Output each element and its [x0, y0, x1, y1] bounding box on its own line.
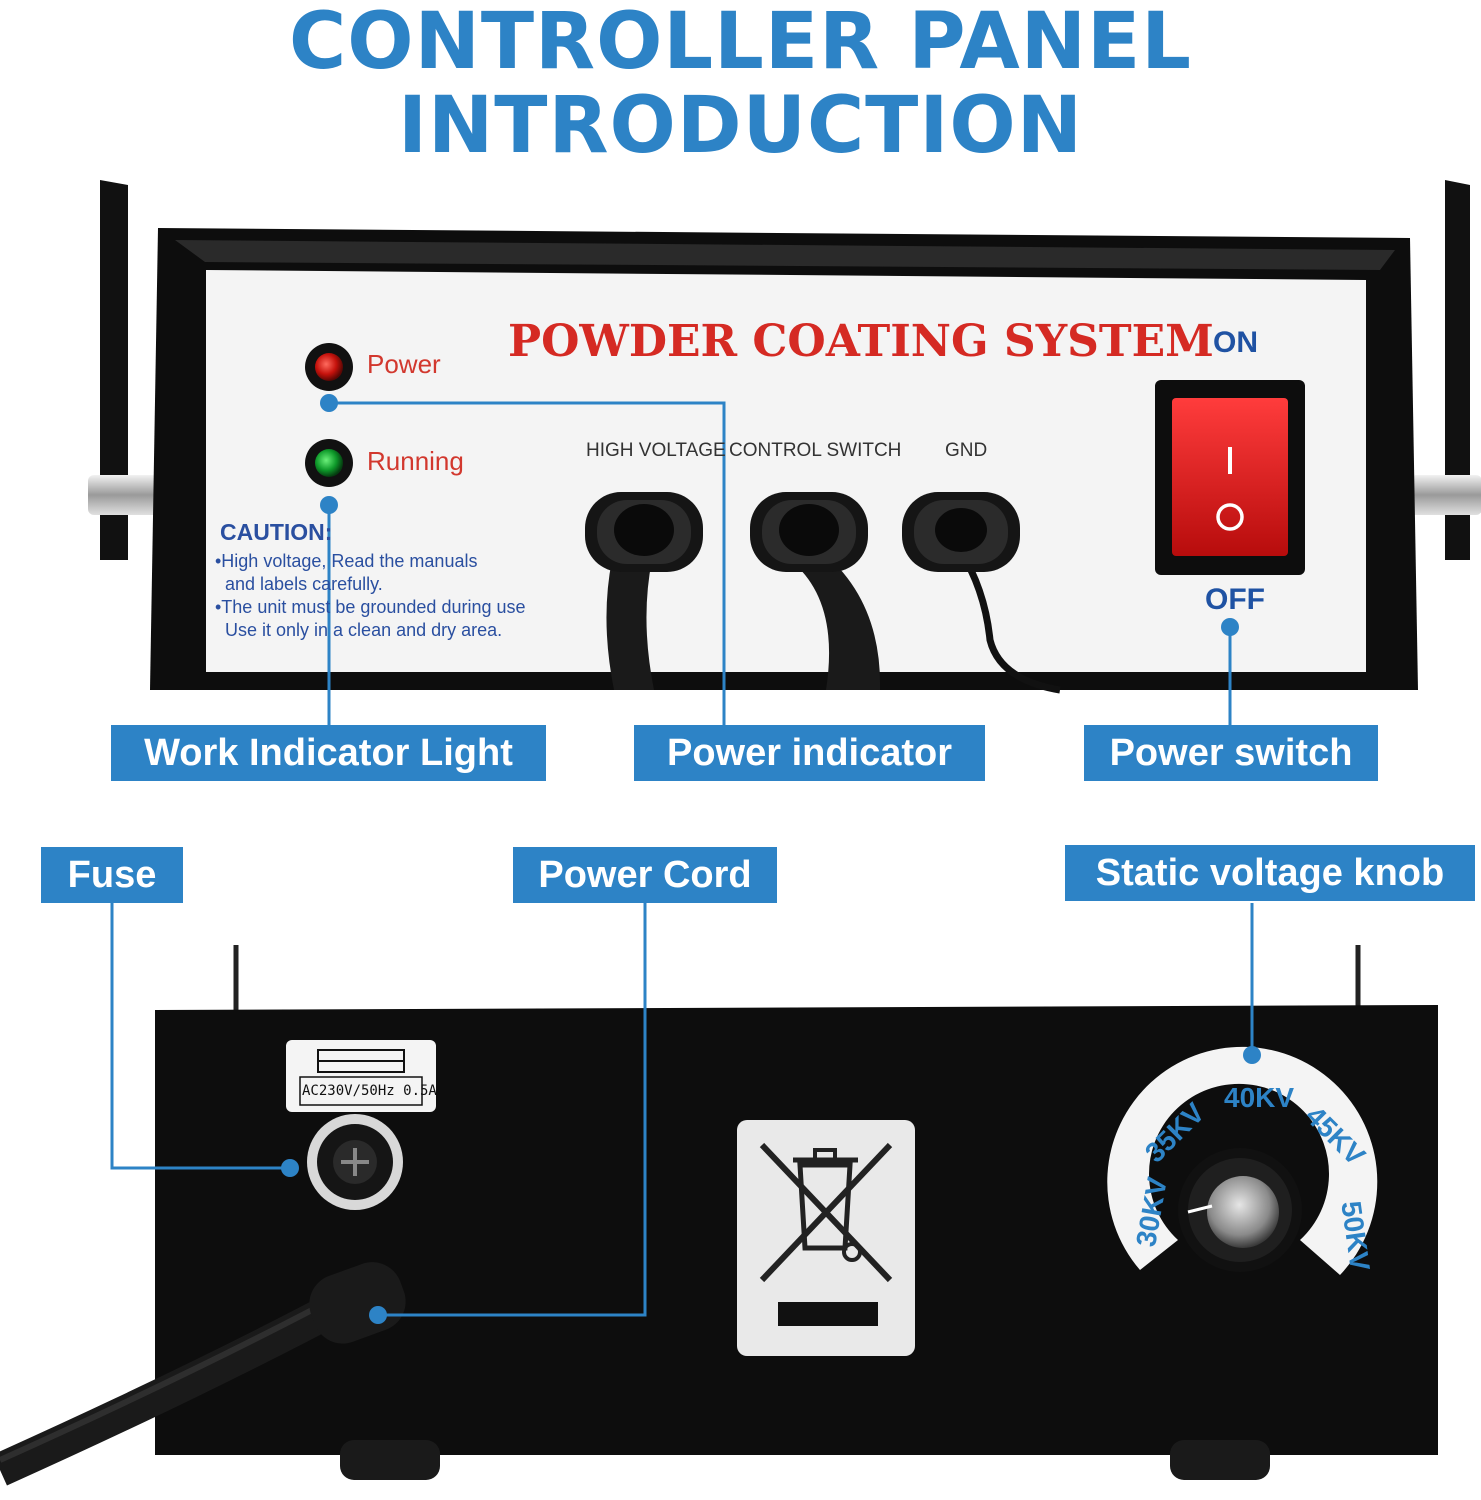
gnd-connector: [902, 492, 1061, 694]
weee-recycle-sticker: [737, 1120, 915, 1356]
callout-static-voltage-knob: Static voltage knob: [1065, 845, 1475, 901]
caution-line-2: and labels carefully.: [215, 574, 383, 594]
static-voltage-knob-marker: [1243, 1046, 1261, 1064]
static-voltage-knob[interactable]: [1178, 1148, 1302, 1272]
callout-power-switch: Power switch: [1084, 725, 1378, 781]
left-hinge-knob: [88, 475, 160, 515]
front-leader-lines: [327, 401, 1232, 728]
left-handle-bracket: [100, 180, 128, 560]
fuse-rating-sticker: [286, 1040, 436, 1112]
callout-power-indicator: Power indicator: [634, 725, 985, 781]
front-panel: [88, 180, 1481, 694]
callout-fuse: Fuse: [41, 847, 183, 903]
running-lamp: [315, 449, 343, 477]
switch-on-label: ON: [1213, 326, 1258, 359]
running-lamp-label: Running: [367, 446, 464, 476]
port-label-control-switch: CONTROL SWITCH: [729, 440, 902, 461]
control-switch-connector: [750, 492, 881, 690]
page-title-line-2: INTRODUCTION: [397, 81, 1084, 171]
kv-label-40: 40KV: [1224, 1082, 1295, 1113]
fuse-rating-text: AC230V/50Hz 0.5A: [302, 1083, 437, 1099]
power-lamp: [315, 353, 343, 381]
page-title-line-1: CONTROLLER PANEL: [289, 0, 1192, 87]
front-face-plate: [206, 270, 1366, 672]
power-indicator-marker: [320, 394, 338, 412]
power-switch-marker: [1221, 618, 1239, 636]
right-handle-bracket: [1445, 180, 1470, 560]
caution-heading: CAUTION:: [220, 519, 333, 545]
back-leader-lines: [110, 903, 1254, 1317]
high-voltage-connector: [585, 492, 703, 690]
back-panel: [0, 945, 1438, 1486]
callout-power-cord: Power Cord: [513, 847, 777, 903]
port-label-gnd: GND: [945, 440, 988, 461]
caution-line-4: Use it only in a clean and dry area.: [215, 620, 503, 640]
caution-line-1: •High voltage, Read the manuals: [215, 551, 478, 571]
switch-off-label: OFF: [1205, 583, 1265, 616]
right-hinge-knob: [1410, 475, 1481, 515]
callout-work-indicator-light: Work Indicator Light: [111, 725, 546, 781]
power-rocker-switch[interactable]: [1155, 380, 1305, 575]
system-title: POWDER COATING SYSTEM: [508, 316, 1214, 367]
power-lamp-label: Power: [367, 349, 441, 379]
kv-scale-plate: [1107, 1046, 1378, 1275]
power-cord-marker: [369, 1306, 387, 1324]
caution-line-3: •The unit must be grounded during use: [215, 597, 526, 617]
port-label-high-voltage: HIGH VOLTAGE: [586, 440, 726, 461]
work-indicator-marker: [320, 496, 338, 514]
fuse-marker: [281, 1159, 299, 1177]
